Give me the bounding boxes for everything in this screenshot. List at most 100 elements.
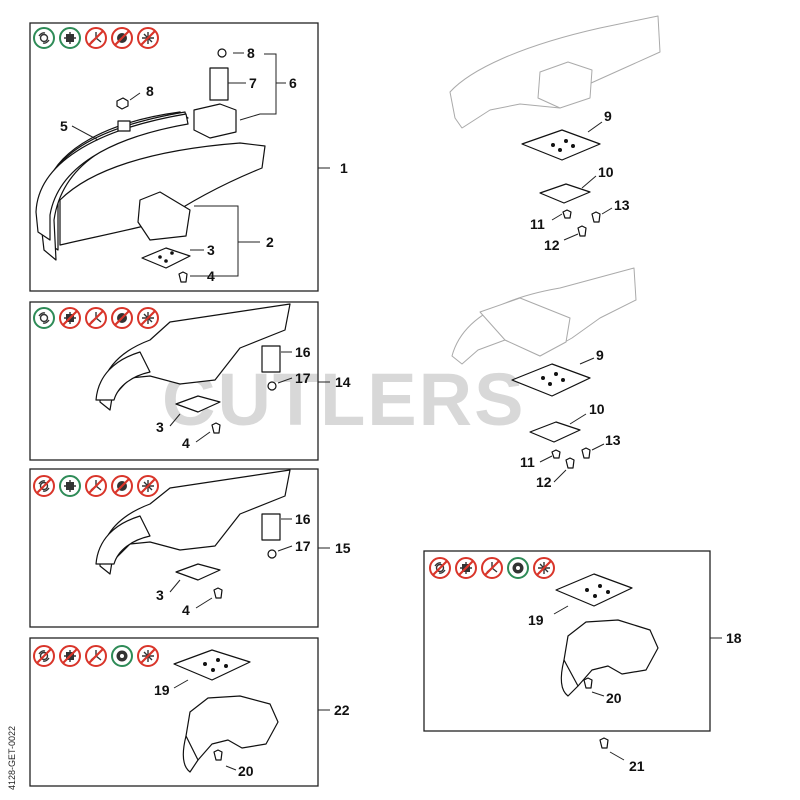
label-19-22: 19 bbox=[154, 682, 170, 698]
deflector-lip-14 bbox=[95, 351, 151, 401]
label-13-mid: 13 bbox=[605, 432, 621, 448]
guard-mount-22 bbox=[185, 695, 279, 761]
part-17-screw-15 bbox=[267, 549, 277, 559]
grass-blade-4t-icon bbox=[533, 557, 555, 579]
part-19-gasket-22 bbox=[173, 649, 251, 681]
label-9-mid: 9 bbox=[596, 347, 604, 363]
assembly-upper-right bbox=[449, 15, 661, 241]
mowing-head-icon bbox=[59, 307, 81, 329]
part-8-screw bbox=[116, 97, 129, 110]
panel-18 bbox=[423, 550, 722, 761]
part-8-screw-top bbox=[217, 48, 227, 58]
extension-clip bbox=[117, 120, 131, 132]
panel-18-icon-row bbox=[429, 557, 555, 579]
panel-1-frame bbox=[29, 22, 319, 292]
ghost-mount-mid bbox=[479, 297, 571, 357]
saw-blade-icon bbox=[111, 645, 133, 667]
panel-14-icon-row bbox=[33, 307, 159, 329]
label-22: 22 bbox=[334, 702, 350, 718]
grass-blade-3t-icon bbox=[481, 557, 503, 579]
label-3-15: 3 bbox=[156, 587, 164, 603]
grass-line-icon bbox=[33, 645, 55, 667]
watermark: CUTLERS bbox=[162, 358, 525, 441]
part-21-screw bbox=[599, 737, 609, 749]
part-3-plate bbox=[141, 247, 191, 269]
brush-knife-icon bbox=[111, 307, 133, 329]
label-19-18: 19 bbox=[528, 612, 544, 628]
label-14: 14 bbox=[335, 374, 351, 390]
part-3-plate-14 bbox=[175, 395, 221, 413]
part-5-guard-extension bbox=[35, 113, 189, 241]
part-number-labels: 8 7 6 8 5 1 2 3 4 16 17 14 3 4 16 17 15 … bbox=[60, 45, 742, 779]
label-11-mid: 11 bbox=[520, 454, 535, 470]
part-20-screw-18 bbox=[583, 677, 593, 689]
mowing-head-icon bbox=[59, 475, 81, 497]
grass-blade-3t-icon bbox=[85, 27, 107, 49]
label-21: 21 bbox=[629, 758, 645, 774]
label-16-15: 16 bbox=[295, 511, 311, 527]
part-13-screw bbox=[591, 211, 601, 223]
grass-blade-4t-icon bbox=[137, 307, 159, 329]
label-10: 10 bbox=[598, 164, 614, 180]
label-2: 2 bbox=[266, 234, 274, 250]
label-11: 11 bbox=[530, 216, 545, 232]
assembly-middle-right bbox=[451, 267, 637, 483]
panel-22-icon-row bbox=[33, 645, 159, 667]
panel-14-frame bbox=[29, 301, 319, 461]
ghost-mount-top bbox=[537, 61, 593, 109]
label-3: 3 bbox=[207, 242, 215, 258]
label-12: 12 bbox=[544, 237, 560, 253]
label-17-15: 17 bbox=[295, 538, 311, 554]
grass-line-icon bbox=[33, 475, 55, 497]
saw-blade-icon bbox=[507, 557, 529, 579]
label-5: 5 bbox=[60, 118, 68, 134]
part-3-plate-15 bbox=[175, 563, 221, 581]
label-8b: 8 bbox=[146, 83, 154, 99]
part-13-screw-mid bbox=[581, 447, 591, 459]
label-10-mid: 10 bbox=[589, 401, 605, 417]
label-7: 7 bbox=[249, 75, 257, 91]
panel-14 bbox=[29, 301, 330, 461]
label-15: 15 bbox=[335, 540, 351, 556]
part-17-screw-14 bbox=[267, 381, 277, 391]
mowing-head-icon bbox=[59, 645, 81, 667]
panel-1-icon-row bbox=[33, 27, 159, 49]
mowing-head-icon bbox=[455, 557, 477, 579]
guard-mount-18 bbox=[563, 619, 659, 687]
part-10-plate bbox=[539, 183, 591, 204]
grass-blade-3t-icon bbox=[85, 307, 107, 329]
grass-line-icon bbox=[429, 557, 451, 579]
part-4-screw-15 bbox=[213, 587, 223, 599]
label-4: 4 bbox=[207, 268, 215, 284]
part-6-knife-bracket bbox=[193, 103, 237, 139]
brush-knife-icon bbox=[111, 27, 133, 49]
panel-15 bbox=[29, 468, 330, 628]
panel-15-icon-row bbox=[33, 475, 159, 497]
part-16-blade-14 bbox=[261, 345, 281, 373]
part-4-screw-14 bbox=[211, 422, 221, 434]
label-18: 18 bbox=[726, 630, 742, 646]
label-6: 6 bbox=[289, 75, 297, 91]
mowing-head-icon bbox=[59, 27, 81, 49]
guard-mount bbox=[137, 191, 191, 241]
grass-line-icon bbox=[33, 307, 55, 329]
label-12-mid: 12 bbox=[536, 474, 552, 490]
guard-arm-22 bbox=[182, 735, 199, 773]
part-12-screw-mid bbox=[565, 457, 575, 469]
panel-22-frame bbox=[29, 637, 319, 787]
drawing-code: 4128-GET-0022 bbox=[7, 726, 17, 790]
grass-blade-3t-icon bbox=[85, 475, 107, 497]
part-11-nut bbox=[562, 209, 572, 219]
part-9-gasket-mid bbox=[511, 363, 591, 397]
grass-blade-4t-icon bbox=[137, 645, 159, 667]
panel-1 bbox=[29, 22, 330, 292]
part-4-screw bbox=[178, 271, 188, 283]
part-10-plate-mid bbox=[529, 421, 581, 443]
label-8: 8 bbox=[247, 45, 255, 61]
label-20-18: 20 bbox=[606, 690, 622, 706]
label-4-15: 4 bbox=[182, 602, 190, 618]
grass-blade-4t-icon bbox=[137, 475, 159, 497]
panel-22 bbox=[29, 637, 330, 787]
part-20-screw-22 bbox=[213, 749, 223, 761]
